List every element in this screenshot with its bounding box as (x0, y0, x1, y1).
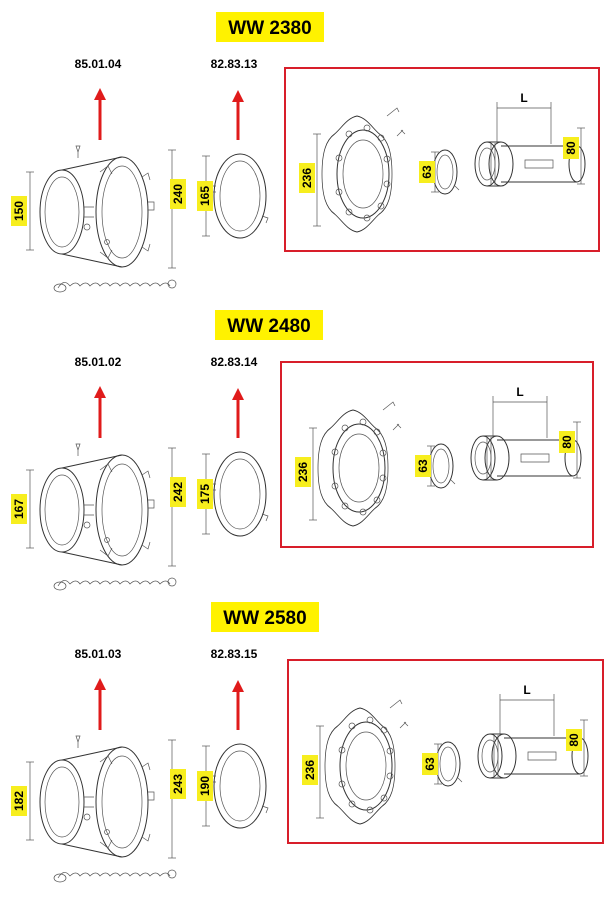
dim-kit-tube-text: 80 (560, 435, 574, 449)
chain-drawing (53, 577, 177, 591)
dim-ring-diameter-text: 190 (198, 776, 212, 796)
decorative-ring-drawing (324, 699, 403, 825)
red-arrow-collar (94, 386, 106, 438)
screw-icon (399, 721, 409, 729)
dim-outer-diameter: 242 (170, 477, 186, 507)
collar-assembly-drawing (39, 454, 155, 566)
section-3: WW 2580 85.01.03 82.83.15 182 243 190 236 63 80 L (11, 602, 604, 883)
dim-kit-clamp: 63 (419, 161, 435, 183)
dim-outer-diameter-text: 242 (171, 482, 185, 502)
extension-kit-frame: 236 63 80 L (284, 67, 600, 252)
dim-ring-diameter: 175 (197, 479, 213, 509)
dim-kit-outer-text: 236 (300, 168, 314, 188)
extension-kit-frame: 236 63 80 L (287, 659, 604, 844)
dim-kit-length: L (516, 385, 523, 399)
dim-kit-tube: 80 (566, 729, 582, 751)
decorative-ring-drawing (321, 107, 400, 233)
part-number-ring: 82.83.14 (211, 355, 258, 369)
section-title: WW 2480 (227, 316, 310, 337)
screw-icon (75, 145, 81, 158)
dim-kit-outer: 236 (302, 755, 318, 785)
dim-kit-outer: 236 (295, 457, 311, 487)
dim-kit-outer-text: 236 (296, 462, 310, 482)
red-arrow-collar (94, 88, 106, 140)
screw-icon (75, 735, 81, 748)
dim-kit-outer-text: 236 (303, 760, 317, 780)
dim-outer-diameter-text: 243 (171, 774, 185, 794)
dim-inlet-diameter: 182 (11, 786, 27, 816)
dim-kit-clamp-text: 63 (420, 165, 434, 179)
dim-inlet-diameter-text: 182 (12, 791, 26, 811)
snap-ring-drawing (210, 153, 269, 239)
chain-drawing (53, 869, 177, 883)
collar-assembly-drawing (39, 746, 155, 858)
red-arrow-ring (232, 388, 244, 438)
dim-inlet-diameter: 150 (11, 196, 27, 226)
screw-icon (75, 443, 81, 456)
dim-inlet-diameter-text: 150 (12, 201, 26, 221)
section-title: WW 2580 (223, 608, 306, 629)
section-title-badge: WW 2580 (211, 602, 319, 632)
section-title-badge: WW 2380 (216, 12, 324, 42)
part-number-ring: 82.83.15 (211, 647, 258, 661)
screw-icon (396, 129, 406, 137)
dim-kit-clamp-text: 63 (416, 459, 430, 473)
collar-assembly-drawing (39, 156, 155, 268)
dim-ring-diameter: 190 (197, 771, 213, 801)
chain-drawing (53, 279, 177, 293)
dim-kit-tube: 80 (559, 431, 575, 453)
red-arrow-ring (232, 90, 244, 140)
section-title: WW 2380 (228, 18, 311, 39)
screw-icon (392, 423, 402, 431)
dim-ring-diameter-text: 165 (198, 186, 212, 206)
dim-ring-diameter-text: 175 (198, 484, 212, 504)
decorative-ring-drawing (317, 401, 396, 527)
dim-outer-diameter: 243 (170, 769, 186, 799)
extension-kit-frame: 236 63 80 L (280, 361, 594, 548)
dim-kit-clamp: 63 (422, 753, 438, 775)
part-number-collar: 85.01.02 (75, 355, 122, 369)
section-1: WW 2380 85.01.04 82.83.13 150 240 165 236 63 80 L (11, 12, 600, 293)
section-title-badge: WW 2480 (215, 310, 323, 340)
dim-outer-diameter: 240 (170, 179, 186, 209)
dim-inlet-diameter-text: 167 (12, 499, 26, 519)
dim-kit-tube-text: 80 (564, 141, 578, 155)
dim-kit-tube: 80 (563, 137, 579, 159)
snap-ring-drawing (210, 451, 269, 537)
dim-kit-outer: 236 (299, 163, 315, 193)
dim-inlet-diameter: 167 (11, 494, 27, 524)
part-number-collar: 85.01.03 (75, 647, 122, 661)
dim-outer-diameter-text: 240 (171, 184, 185, 204)
dim-kit-tube-text: 80 (567, 733, 581, 747)
snap-ring-drawing (210, 743, 269, 829)
dim-kit-length: L (523, 683, 530, 697)
dim-kit-clamp-text: 63 (423, 757, 437, 771)
dim-kit-clamp: 63 (415, 455, 431, 477)
dim-ring-diameter: 165 (197, 181, 213, 211)
part-number-ring: 82.83.13 (211, 57, 258, 71)
red-arrow-ring (232, 680, 244, 730)
red-arrow-collar (94, 678, 106, 730)
dim-kit-length: L (520, 91, 527, 105)
part-number-collar: 85.01.04 (75, 57, 122, 71)
section-2: WW 2480 85.01.02 82.83.14 167 242 175 236 63 80 L (11, 310, 594, 591)
